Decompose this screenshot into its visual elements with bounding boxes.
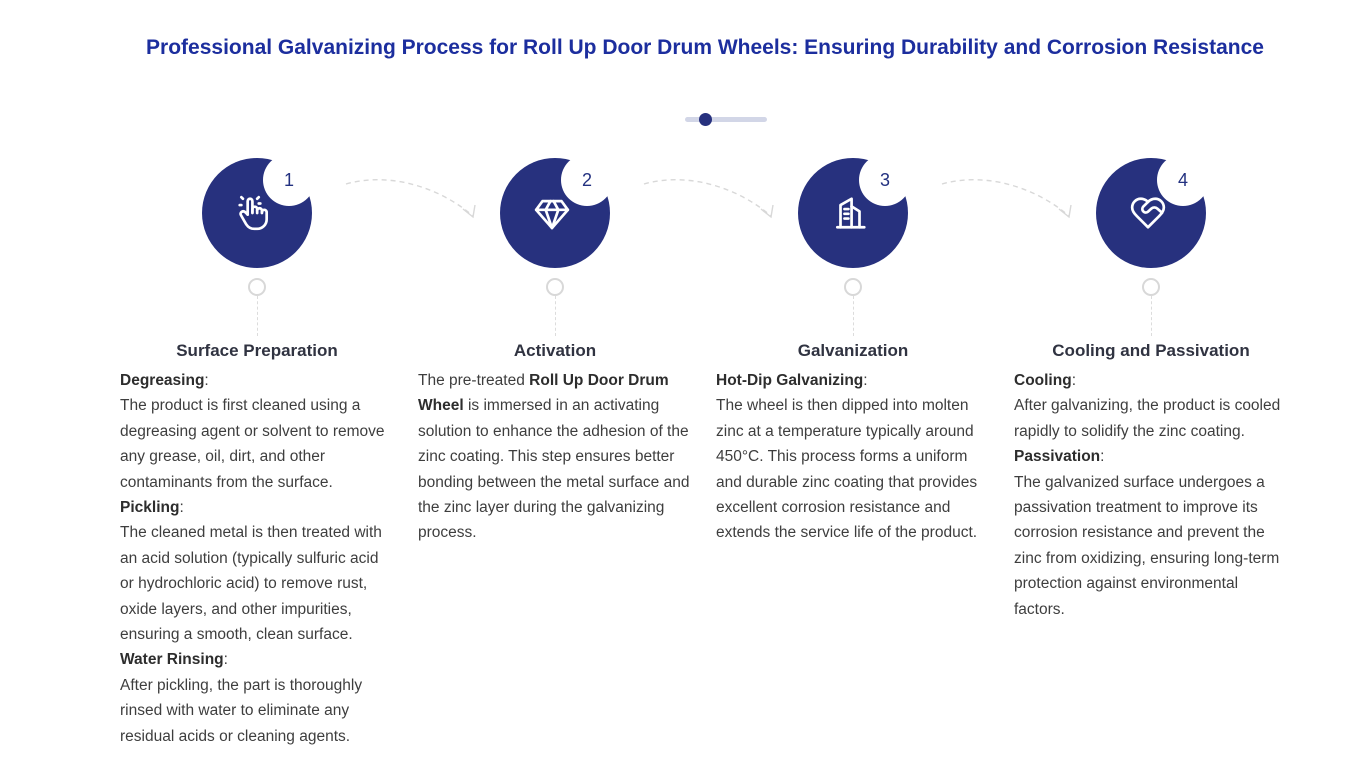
timeline-node xyxy=(844,278,862,296)
step-title: Cooling and Passivation xyxy=(1052,341,1250,360)
step-paragraph: Degreasing: xyxy=(120,372,209,389)
timeline-node xyxy=(248,278,266,296)
step-bubble: 4 xyxy=(1096,154,1209,268)
step-description: Degreasing: The product is first cleaned … xyxy=(108,368,406,749)
dashed-arrow-connector xyxy=(636,170,786,225)
step-number-badge: 2 xyxy=(561,154,613,206)
step-description: Cooling: After galvanizing, the product i… xyxy=(1002,368,1300,622)
step-column-surface-preparation: 1 Surface Preparation Degreasing: The pro… xyxy=(108,154,406,749)
step-title: Activation xyxy=(513,341,597,360)
step-description: The pre-treated Roll Up Door Drum Wheel … xyxy=(406,368,704,546)
page-title: Professional Galvanizing Process for Rol… xyxy=(146,36,1264,59)
step-paragraph: Cooling: xyxy=(1014,372,1076,389)
step-number-badge: 4 xyxy=(1157,154,1209,206)
timeline-stem xyxy=(1150,296,1152,336)
step-paragraph: After pickling, the part is thoroughly r… xyxy=(120,676,363,745)
timeline-stem xyxy=(852,296,854,336)
step-paragraph: The wheel is then dipped into molten zin… xyxy=(716,397,978,542)
dashed-arrow-connector xyxy=(338,170,488,225)
heart-handshake-icon xyxy=(1129,194,1167,232)
steps-row: 1 Surface Preparation Degreasing: The pro… xyxy=(108,154,1300,749)
step-description: Hot-Dip Galvanizing: The wheel is then di… xyxy=(704,368,1002,546)
step-bubble: 3 xyxy=(798,154,911,268)
step-paragraph: Passivation: xyxy=(1014,448,1105,466)
step-title: Galvanization xyxy=(797,341,909,360)
step-paragraph: The cleaned metal is then treated with a… xyxy=(120,524,382,644)
step-bubble: 1 xyxy=(202,154,315,268)
step-paragraph: Hot-Dip Galvanizing: xyxy=(716,372,868,389)
step-column-galvanization: 3 Galvanization Hot-Dip Galvanizing: The … xyxy=(704,154,1002,749)
timeline-node xyxy=(1142,278,1160,296)
step-paragraph: The product is first cleaned using a deg… xyxy=(120,397,385,491)
timeline-node xyxy=(546,278,564,296)
dashed-arrow-connector xyxy=(934,170,1084,225)
step-paragraph: The pre-treated Roll Up Door Drum Wheel … xyxy=(418,372,690,542)
step-column-activation: 2 Activation The pre-treated Roll Up Doo… xyxy=(406,154,704,749)
factory-building-icon xyxy=(831,194,869,232)
hand-click-icon xyxy=(235,194,273,232)
step-column-cooling-passivation: 4 Cooling and Passivation Cooling: After … xyxy=(1002,154,1300,749)
divider-dot xyxy=(699,113,712,126)
step-paragraph: The galvanized surface undergoes a passi… xyxy=(1014,473,1280,618)
step-paragraph: After galvanizing, the product is cooled… xyxy=(1014,397,1281,440)
step-number-badge: 1 xyxy=(263,154,315,206)
step-number-badge: 3 xyxy=(859,154,911,206)
gem-icon xyxy=(533,194,571,232)
step-paragraph: Water Rinsing: xyxy=(120,651,228,669)
timeline-stem xyxy=(554,296,556,336)
timeline-stem xyxy=(256,296,258,336)
title-divider xyxy=(685,113,767,126)
step-title: Surface Preparation xyxy=(176,341,338,360)
step-paragraph: Pickling: xyxy=(120,499,184,517)
step-bubble: 2 xyxy=(500,154,613,268)
